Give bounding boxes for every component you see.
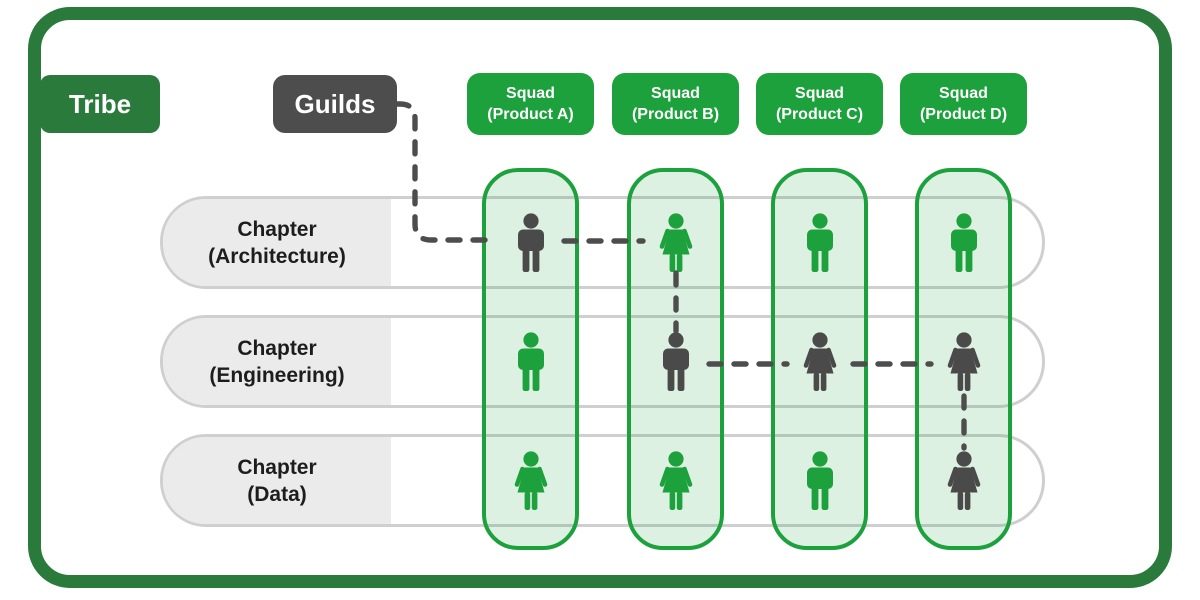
chapter-row-engineering: Chapter (Engineering)	[160, 315, 1045, 408]
squad-header-product-d: Squad (Product D)	[900, 73, 1027, 135]
squad-a-subtitle: (Product A)	[487, 106, 574, 123]
chapter-engineering-title: Chapter	[237, 336, 317, 360]
person-female-icon-b3	[654, 451, 698, 511]
person-male-icon-c1	[798, 213, 842, 273]
chapter-row-data: Chapter (Data)	[160, 434, 1045, 527]
chapter-architecture-title: Chapter	[237, 217, 317, 241]
person-male-icon-b2	[654, 332, 698, 392]
chapter-architecture-subtitle: (Architecture)	[208, 244, 346, 268]
person-female-icon-b1	[654, 213, 698, 273]
person-female-icon-a3	[509, 451, 553, 511]
tribe-boundary	[28, 7, 1172, 588]
squad-b-title: Squad	[651, 85, 700, 102]
person-female-icon-d3	[942, 451, 986, 511]
squad-header-product-b: Squad (Product B)	[612, 73, 739, 135]
person-male-icon-c3	[798, 451, 842, 511]
squad-d-title: Squad	[939, 85, 988, 102]
chapter-data-subtitle: (Data)	[247, 482, 307, 506]
chapter-data-title: Chapter	[237, 455, 317, 479]
tribe-label: Tribe	[68, 88, 132, 119]
chapter-row-architecture: Chapter (Architecture)	[160, 196, 1045, 289]
squad-header-product-a: Squad (Product A)	[467, 73, 594, 135]
person-female-icon-d2	[942, 332, 986, 392]
guilds-label: Guilds	[294, 88, 376, 119]
chapter-label-architecture: Chapter (Architecture)	[163, 199, 391, 286]
guilds-badge: Guilds	[273, 75, 397, 133]
squad-a-title: Squad	[506, 85, 555, 102]
squad-b-subtitle: (Product B)	[631, 106, 720, 123]
person-male-icon-d1	[942, 213, 986, 273]
squad-c-subtitle: (Product C)	[775, 106, 864, 123]
person-male-icon-a1	[509, 213, 553, 273]
chapter-label-engineering: Chapter (Engineering)	[163, 318, 391, 405]
person-male-icon-a2	[509, 332, 553, 392]
chapter-label-data: Chapter (Data)	[163, 437, 391, 524]
squad-header-product-c: Squad (Product C)	[756, 73, 883, 135]
tribe-badge: Tribe	[40, 75, 160, 133]
squad-d-subtitle: (Product D)	[919, 106, 1008, 123]
chapter-engineering-subtitle: (Engineering)	[209, 363, 345, 387]
person-female-icon-c2	[798, 332, 842, 392]
squad-c-title: Squad	[795, 85, 844, 102]
